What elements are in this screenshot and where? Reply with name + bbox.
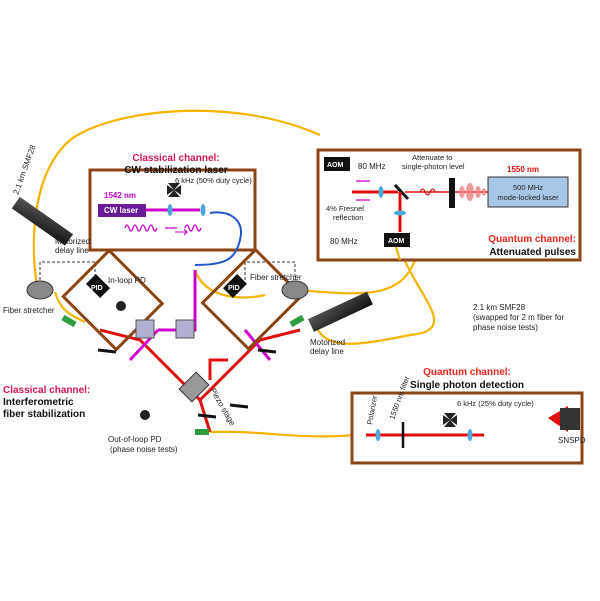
pbs-right xyxy=(175,319,195,339)
cw-fiber xyxy=(194,211,242,266)
label-attenuate-2: single-photon level xyxy=(402,162,465,171)
photodiode-icon xyxy=(116,301,150,420)
label-fiber-right-1: 2.1 km SMF28 xyxy=(473,303,526,312)
label-quantum-bottom-sub: Single photon detection xyxy=(410,380,524,391)
lens-icon xyxy=(394,210,406,216)
label-modelocked-1: 500 MHz xyxy=(513,183,543,192)
label-out-of-loop-2: (phase noise tests) xyxy=(110,445,178,454)
label-cw-chopper: 6 kHz (50% duty cycle) xyxy=(175,176,252,185)
fiber-to-detection xyxy=(209,430,356,438)
detection-box xyxy=(350,391,584,465)
label-cw-laser: CW laser xyxy=(104,206,138,215)
interferometer-beams xyxy=(99,270,301,433)
aom-bottom xyxy=(384,233,410,247)
pid-left xyxy=(85,273,111,299)
fiber-right-stretcher xyxy=(295,247,417,295)
pid-box-right xyxy=(200,247,304,351)
label-modelocked-2: mode-locked laser xyxy=(497,193,559,202)
label-mhz-bottom: 80 MHz xyxy=(330,237,358,246)
pbs-left xyxy=(135,319,155,339)
label-attenuate-1: Attenuate to xyxy=(412,153,452,162)
label-delay-left-2: delay line xyxy=(55,246,89,255)
label-quantum-bottom-title: Quantum channel: xyxy=(423,367,511,378)
label-out-of-loop-1: Out-of-loop PD xyxy=(108,435,162,444)
label-cw-sub: CW stabilization laser xyxy=(124,165,227,176)
label-det-chopper: 6 kHz (25% duty cycle) xyxy=(457,399,534,408)
pid-right xyxy=(222,273,248,299)
label-delay-right-1: Motorized xyxy=(310,338,345,347)
label-fresnel-1: 4% Fresnel xyxy=(326,204,364,213)
cw-pulse-train xyxy=(124,224,202,236)
label-snspd: SNSPD xyxy=(558,436,586,445)
pid-wires xyxy=(39,261,296,280)
chopper-icon xyxy=(443,413,457,427)
mirror-icons xyxy=(97,348,277,419)
modelocked-laser-body xyxy=(487,176,569,208)
lens-icon xyxy=(378,186,384,198)
label-fiber-right-2: (swapped for 2 m fiber for xyxy=(473,313,564,322)
snspd-icon xyxy=(560,408,580,430)
label-delay-left-1: Motorized xyxy=(55,237,90,246)
lens-icon xyxy=(467,429,473,441)
cw-laser-body xyxy=(98,204,146,217)
label-mhz-top: 80 MHz xyxy=(358,162,386,171)
attenuated-pulse xyxy=(419,188,436,196)
fiber-pid-right xyxy=(193,269,266,299)
label-cw-wavelength: 1542 nm xyxy=(104,191,136,200)
fiber-aom-bottom xyxy=(394,246,402,261)
label-fiber-stretcher-left: Fiber stretcher xyxy=(3,306,55,315)
fiber-top-left xyxy=(32,109,321,293)
label-classical-left-sub-2: fiber stabilization xyxy=(3,409,85,420)
label-delay-right-2: delay line xyxy=(310,347,344,356)
label-in-loop-pd: In-loop PD xyxy=(108,276,146,285)
label-classical-left-title: Classical channel: xyxy=(3,385,90,396)
label-pulsed-wavelength: 1550 nm xyxy=(507,165,539,174)
piezo-stage xyxy=(178,371,210,403)
label-pid-right: PID xyxy=(228,285,240,292)
label-piezo-stage: Piezo stage xyxy=(208,387,237,428)
delay-line-icon xyxy=(11,196,373,332)
label-fresnel-2: reflection xyxy=(333,213,363,222)
label-fiber-right-3: phase noise tests) xyxy=(473,323,538,332)
label-fiber-stretcher-right: Fiber stretcher xyxy=(250,273,302,282)
label-cw-title: Classical channel: xyxy=(132,153,219,164)
fiber-left-to-coupler xyxy=(53,291,86,323)
aom-top xyxy=(324,157,350,171)
label-aom-top: AOM xyxy=(327,162,344,169)
lens-icon xyxy=(200,204,206,216)
lens-icon xyxy=(167,204,173,216)
fiber-right-loop xyxy=(317,249,436,345)
magenta-reflection xyxy=(356,180,370,201)
label-aom-bottom: AOM xyxy=(388,238,405,245)
pulse-train-icon xyxy=(459,183,486,201)
label-quantum-top-sub: Attenuated pulses xyxy=(489,247,576,258)
lens-icon xyxy=(375,429,381,441)
fiber-paths xyxy=(32,109,546,438)
label-pid-left: PID xyxy=(91,285,103,292)
label-fiber-top: 2.1 km SMF28 xyxy=(11,143,37,195)
label-quantum-top-title: Quantum channel: xyxy=(488,234,576,245)
chopper-icon xyxy=(167,183,181,197)
attenuator-icon xyxy=(449,178,455,208)
label-classical-left-sub-1: Interferometric xyxy=(3,397,74,408)
fiber-spool-icon xyxy=(26,280,309,300)
